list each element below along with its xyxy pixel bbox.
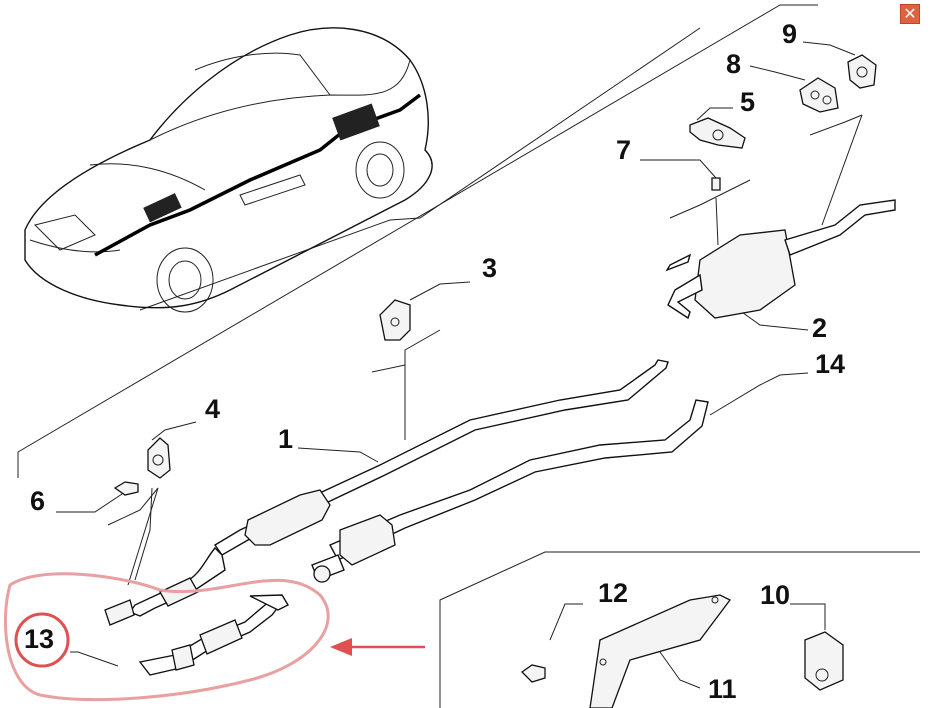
bolt-12 — [520, 664, 546, 683]
callout-12: 12 — [598, 578, 629, 608]
callout-11: 11 — [708, 674, 737, 704]
highlight-circle — [14, 612, 70, 668]
bolt-6 — [113, 481, 139, 496]
rubber-mount-8 — [799, 77, 839, 113]
pipe-assembly-13 — [138, 594, 289, 676]
rubber-mount-10 — [804, 631, 844, 691]
highlight-arrow — [330, 638, 425, 656]
callout-1: 1 — [278, 424, 294, 454]
callout-7: 7 — [616, 135, 632, 165]
callout-9: 9 — [782, 19, 798, 49]
callout-5: 5 — [740, 87, 756, 117]
bolt-7 — [711, 177, 721, 191]
callout-6: 6 — [30, 486, 46, 516]
callout-4: 4 — [205, 394, 221, 424]
close-button[interactable]: ✕ — [900, 4, 920, 24]
callout-10: 10 — [760, 580, 791, 610]
pipe-assembly-1 — [104, 359, 669, 626]
pipe-assembly-14 — [311, 399, 709, 583]
callout-8: 8 — [726, 49, 742, 79]
heat-shield-11 — [589, 594, 731, 708]
rubber-mount-9 — [847, 54, 877, 89]
callout-2: 2 — [812, 313, 828, 343]
rear-muffler-2 — [665, 199, 896, 320]
callout-13: 13 — [24, 624, 55, 654]
detail-frame — [439, 551, 920, 708]
car-illustration — [24, 27, 433, 313]
bracket-3 — [379, 299, 411, 341]
inset-frame — [17, 4, 818, 478]
callout-14: 14 — [815, 349, 846, 379]
callout-3: 3 — [482, 253, 498, 283]
bracket-5 — [689, 117, 746, 149]
rubber-mount-4 — [147, 437, 171, 479]
highlight-outline — [4, 572, 330, 702]
